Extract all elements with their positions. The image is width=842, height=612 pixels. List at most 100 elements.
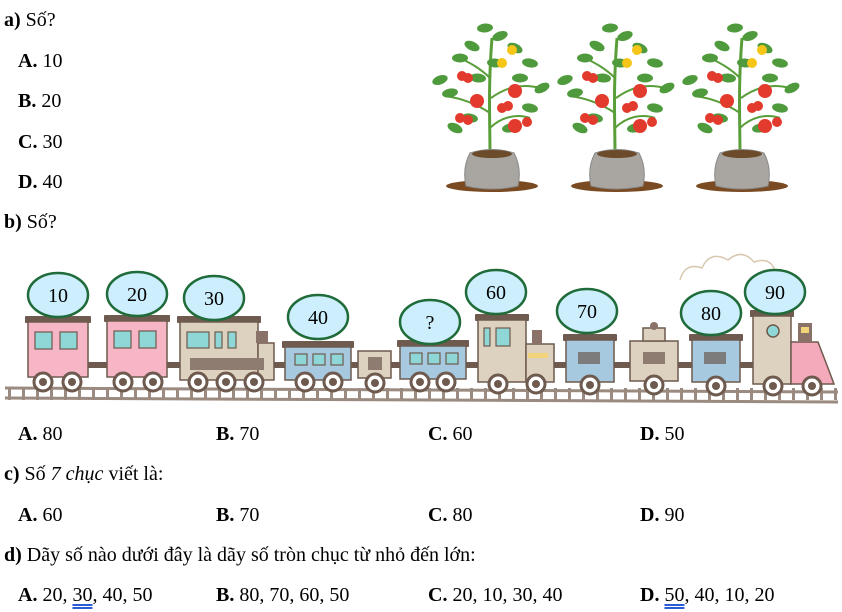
tomato [633,84,647,98]
chimney [532,330,542,344]
question-b-option-a[interactable]: A. 80 [18,423,63,445]
question-c-option-c[interactable]: C. 80 [428,504,473,526]
leaf [477,23,493,33]
question-a-option-c[interactable]: C. 30 [18,131,63,153]
track-tie [568,388,571,400]
cab-porthole [766,324,780,338]
leaf [452,53,468,63]
leaf [682,74,698,86]
track-tie [624,388,627,400]
wheel-hub [494,380,502,388]
car-window [330,353,344,366]
wheel-hub [329,378,337,386]
track-tie [680,388,683,400]
tomato [758,119,772,133]
leaf [720,73,736,83]
question-c-option-a[interactable]: A. 60 [18,504,63,526]
tomato [497,103,507,113]
track-tie [232,388,235,400]
car-window [483,327,491,347]
car-window [186,331,210,349]
question-c-heading: c) Số 7 chục viết là: [4,464,163,484]
question-d-heading: d) Dãy số nào dưới đây là dãy số tròn ch… [4,545,476,565]
stem [613,37,619,159]
wheel-hub [712,382,720,390]
track-tie [722,388,725,400]
leaf [492,30,508,42]
wheel-hub [808,382,816,390]
tomato [622,103,632,113]
pink-car [106,320,168,378]
leaf [772,58,788,68]
leaf [572,122,588,134]
question-c-option-b[interactable]: B. 70 [216,504,260,526]
small-car-panel [368,357,382,370]
track-tie [134,388,137,400]
pot [589,149,645,190]
track-tie [750,388,753,400]
wheel-hub [416,378,424,386]
question-b-option-d[interactable]: D. 50 [640,423,685,445]
beige-engine [179,321,259,381]
leaf [637,73,653,83]
question-b-heading: b) Số? [4,212,57,232]
wheel-hub [194,378,202,386]
car-panel [704,352,726,364]
tomato-plant [682,23,800,192]
question-d-option-b[interactable]: B. 80, 70, 60, 50 [216,584,350,606]
question-a-option-a[interactable]: A. 10 [18,50,63,72]
tomato [580,113,590,123]
question-a-prompt: Số? [25,9,56,31]
question-a-option-b[interactable]: B. 20 [18,90,62,112]
tomato-plant [432,23,550,192]
track-tie [414,388,417,400]
beige-car-knob [650,322,658,330]
car-window [59,331,78,350]
leaf [702,53,718,63]
leaf [784,82,800,94]
leaf [447,122,463,134]
track-tie [540,388,543,400]
pot-soil [597,150,637,158]
headlight [528,353,548,358]
locomotive-boiler [790,341,836,385]
number-bubble [743,268,807,316]
wheel-hub [586,381,594,389]
tomato [713,115,723,125]
leaf [659,82,675,94]
question-b-option-b[interactable]: B. 70 [216,423,260,445]
tomato [470,94,484,108]
pot [714,149,770,190]
number-bubble [398,298,462,346]
tomato [588,73,598,83]
flower [497,58,507,68]
number-bubble [182,274,246,322]
question-d-option-c[interactable]: C. 20, 10, 30, 40 [428,584,563,606]
leaf [727,23,743,33]
leaf [742,30,758,42]
car-window [445,352,459,365]
flower [757,45,767,55]
question-b-option-c[interactable]: C. 60 [428,423,473,445]
question-c-option-d[interactable]: D. 90 [640,504,685,526]
stem [738,37,744,159]
track-tie [554,388,557,400]
wheel-hub [250,378,258,386]
tomato [633,119,647,133]
tomato [772,117,782,127]
question-c-prompt-before: Số [24,463,46,485]
question-d-option-a[interactable]: A. 20, 30, 40, 50 [18,584,153,606]
leaf [647,58,663,68]
leaf [602,23,618,33]
question-a-option-d[interactable]: D. 40 [18,171,63,193]
track-tie [484,388,487,400]
wheel-hub [68,378,76,386]
wheel-hub [149,378,157,386]
question-d-option-d[interactable]: D. 50, 40, 10, 20 [640,584,775,606]
track-tie [218,388,221,400]
leaf [595,73,611,83]
track-tie [386,388,389,400]
track-tie [666,388,669,400]
car-window [34,331,53,350]
leaf [432,74,448,86]
